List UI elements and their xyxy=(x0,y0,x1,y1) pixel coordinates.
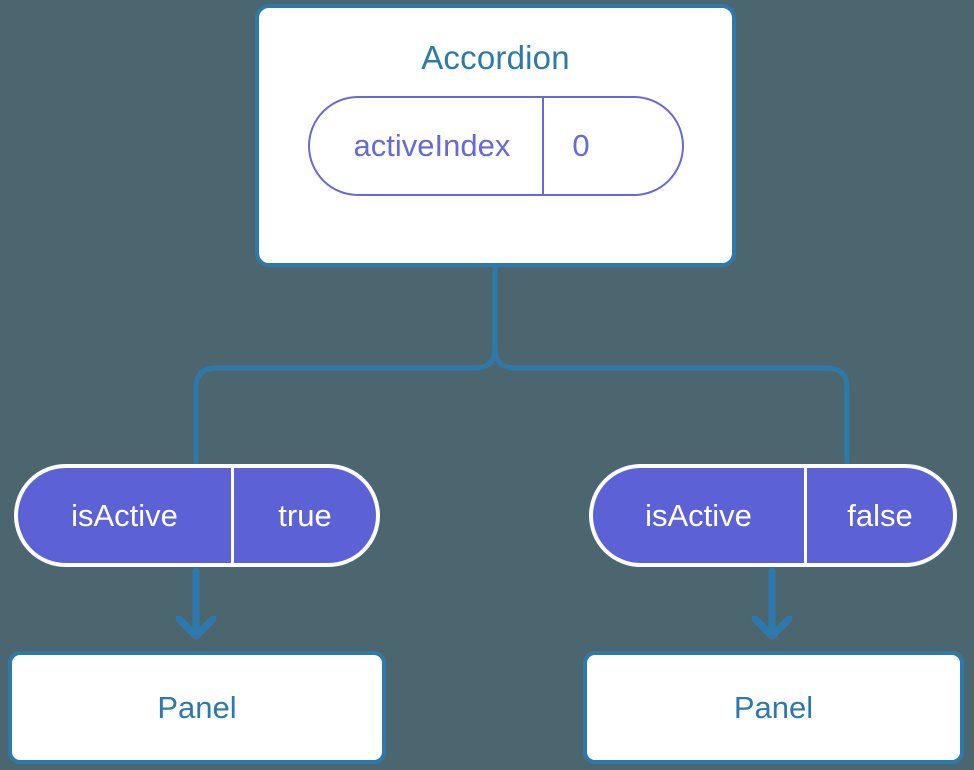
is-active-false-key: isActive xyxy=(593,468,807,563)
accordion-state-key: activeIndex xyxy=(310,98,545,194)
accordion-state-value: 0 xyxy=(572,128,590,163)
panel-left-title: Panel xyxy=(157,689,237,725)
connector-branch-left xyxy=(193,345,498,465)
arrow-left-head-icon xyxy=(175,615,217,640)
accordion-component-card[interactable]: Accordion activeIndex 0 xyxy=(255,4,736,267)
panel-card-left[interactable]: Panel xyxy=(8,651,386,764)
connector-trunk xyxy=(492,264,850,465)
accordion-state-pill[interactable]: activeIndex 0 xyxy=(307,96,684,196)
is-active-true-key: isActive xyxy=(18,468,234,563)
is-active-true-value: true xyxy=(278,497,332,533)
accordion-title: Accordion xyxy=(421,39,570,76)
panel-right-title: Panel xyxy=(733,689,814,725)
arrow-right-head-icon xyxy=(751,615,793,640)
is-active-true-prop-pill[interactable]: isActive true xyxy=(14,464,380,567)
is-active-false-value: false xyxy=(847,497,913,533)
panel-card-right[interactable]: Panel xyxy=(583,651,964,764)
is-active-false-prop-pill[interactable]: isActive false xyxy=(589,464,957,567)
